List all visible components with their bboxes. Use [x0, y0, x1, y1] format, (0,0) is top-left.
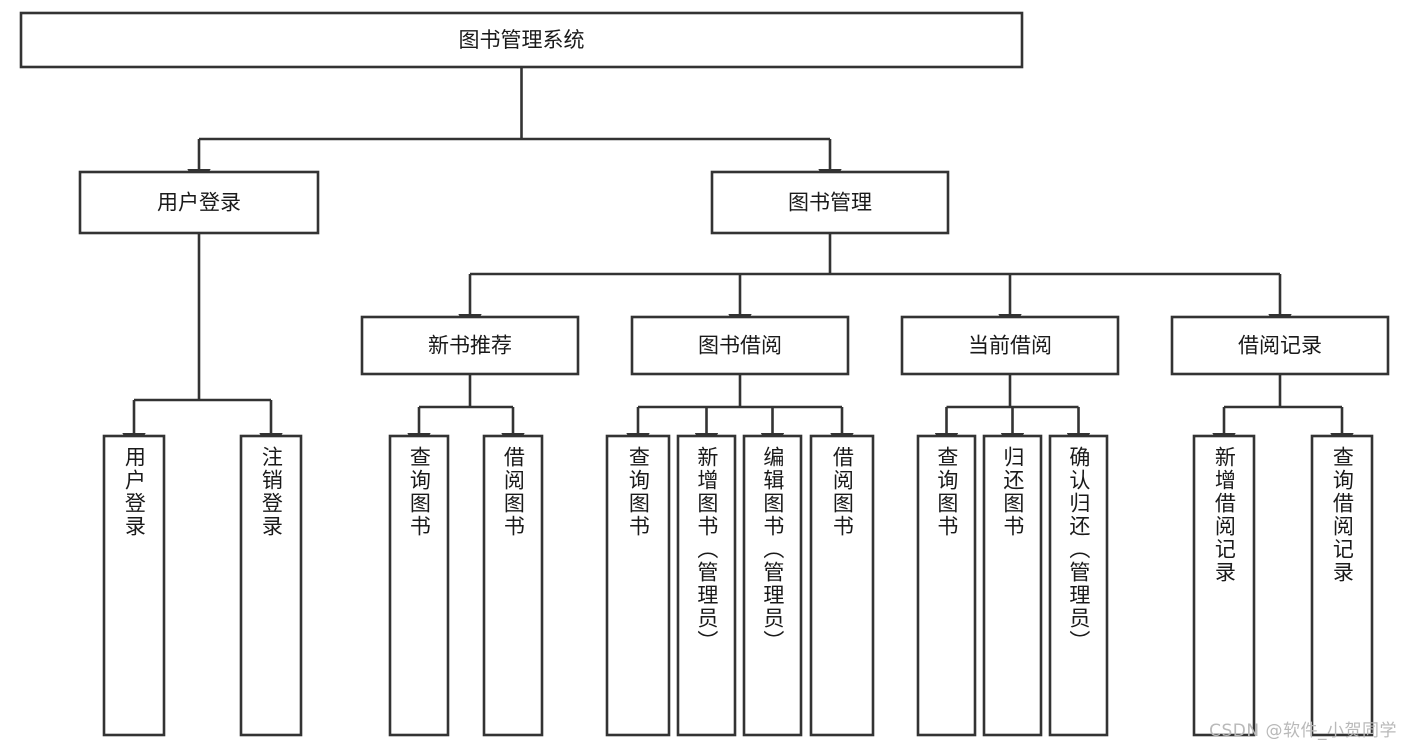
node-box-n_book_manage: [710, 170, 950, 235]
node-l_bb_borrow[interactable]: 借阅图书: [809, 434, 875, 737]
node-label-l_cur_query: 查询图书: [934, 446, 959, 538]
node-label-l_nb_borrow: 借阅图书: [501, 446, 526, 538]
node-l_nb_query[interactable]: 查询图书: [388, 434, 450, 737]
node-box-l_nb_borrow: [482, 434, 544, 737]
node-label-l_nb_query: 查询图书: [407, 446, 432, 538]
node-l_bb_add[interactable]: 新增图书（管理员）: [676, 434, 737, 737]
node-n_borrow[interactable]: 图书借阅: [630, 315, 850, 376]
node-label-n_new_book: 新书推荐: [428, 334, 512, 358]
node-label-wrap-l_bb_borrow: 借阅图书: [830, 446, 855, 538]
node-l_cur_confirm[interactable]: 确认归还（管理员）: [1048, 434, 1109, 737]
node-label-root: 图书管理系统: [459, 28, 585, 52]
node-box-n_user_login: [78, 170, 320, 235]
node-box-n_record: [1170, 315, 1390, 376]
node-l_rec_add[interactable]: 新增借阅记录: [1192, 434, 1256, 737]
node-box-l_cur_confirm: [1048, 434, 1109, 737]
node-box-l_cur_query: [916, 434, 977, 737]
node-label-wrap-l_nb_borrow: 借阅图书: [501, 446, 526, 538]
node-l_user_login[interactable]: 用户登录: [102, 434, 166, 737]
node-box-l_user_logout: [239, 434, 303, 737]
connector-edges: [122, 67, 1354, 453]
node-label-l_user_login: 用户登录: [122, 446, 147, 538]
node-box-l_nb_query: [388, 434, 450, 737]
node-label-n_user_login: 用户登录: [157, 191, 241, 215]
node-l_nb_borrow[interactable]: 借阅图书: [482, 434, 544, 737]
node-box-l_bb_add: [676, 434, 737, 737]
node-l_bb_edit[interactable]: 编辑图书（管理员）: [742, 434, 803, 737]
node-l_cur_return[interactable]: 归还图书: [982, 434, 1043, 737]
node-label-wrap-l_rec_query: 查询借阅记录: [1330, 446, 1355, 584]
node-n_new_book[interactable]: 新书推荐: [360, 315, 580, 376]
node-box-n_new_book: [360, 315, 580, 376]
node-box-l_bb_query: [605, 434, 671, 737]
node-label-l_user_logout: 注销登录: [259, 446, 284, 538]
node-label-l_bb_borrow: 借阅图书: [830, 446, 855, 538]
node-label-wrap-l_bb_edit: 编辑图书（管理员）: [760, 446, 785, 653]
node-box-l_bb_edit: [742, 434, 803, 737]
node-label-l_bb_query: 查询图书: [626, 446, 651, 538]
diagram-nodes: 图书管理系统用户登录图书管理新书推荐图书借阅当前借阅借阅记录用户登录注销登录查询…: [19, 11, 1390, 737]
node-l_cur_query[interactable]: 查询图书: [916, 434, 977, 737]
node-label-n_record: 借阅记录: [1238, 334, 1322, 358]
node-box-l_rec_add: [1192, 434, 1256, 737]
node-label-l_cur_return: 归还图书: [1000, 446, 1025, 538]
node-l_rec_query[interactable]: 查询借阅记录: [1310, 434, 1374, 737]
node-n_record[interactable]: 借阅记录: [1170, 315, 1390, 376]
node-label-l_cur_confirm: 确认归还（管理员）: [1066, 446, 1091, 653]
node-n_user_login[interactable]: 用户登录: [78, 170, 320, 235]
node-label-wrap-l_cur_return: 归还图书: [1000, 446, 1025, 538]
node-label-wrap-l_cur_confirm: 确认归还（管理员）: [1066, 446, 1091, 653]
node-box-l_bb_borrow: [809, 434, 875, 737]
node-label-wrap-l_nb_query: 查询图书: [407, 446, 432, 538]
node-box-l_cur_return: [982, 434, 1043, 737]
node-label-l_rec_add: 新增借阅记录: [1212, 446, 1237, 584]
node-label-wrap-l_cur_query: 查询图书: [934, 446, 959, 538]
node-label-l_rec_query: 查询借阅记录: [1330, 446, 1355, 584]
node-box-n_borrow: [630, 315, 850, 376]
node-label-n_current: 当前借阅: [968, 334, 1052, 358]
node-root[interactable]: 图书管理系统: [19, 11, 1024, 69]
node-box-l_rec_query: [1310, 434, 1374, 737]
node-label-wrap-l_user_logout: 注销登录: [259, 446, 284, 538]
node-label-wrap-l_user_login: 用户登录: [122, 446, 147, 538]
node-n_current[interactable]: 当前借阅: [900, 315, 1120, 376]
node-n_book_manage[interactable]: 图书管理: [710, 170, 950, 235]
node-l_bb_query[interactable]: 查询图书: [605, 434, 671, 737]
node-label-n_borrow: 图书借阅: [698, 334, 782, 358]
node-label-l_bb_edit: 编辑图书（管理员）: [760, 446, 785, 653]
node-label-wrap-l_rec_add: 新增借阅记录: [1212, 446, 1237, 584]
node-box-l_user_login: [102, 434, 166, 737]
node-box-root: [19, 11, 1024, 69]
node-box-n_current: [900, 315, 1120, 376]
node-label-l_bb_add: 新增图书（管理员）: [694, 446, 719, 653]
node-label-wrap-l_bb_add: 新增图书（管理员）: [694, 446, 719, 653]
node-label-n_book_manage: 图书管理: [788, 191, 872, 215]
node-label-wrap-l_bb_query: 查询图书: [626, 446, 651, 538]
node-l_user_logout[interactable]: 注销登录: [239, 434, 303, 737]
